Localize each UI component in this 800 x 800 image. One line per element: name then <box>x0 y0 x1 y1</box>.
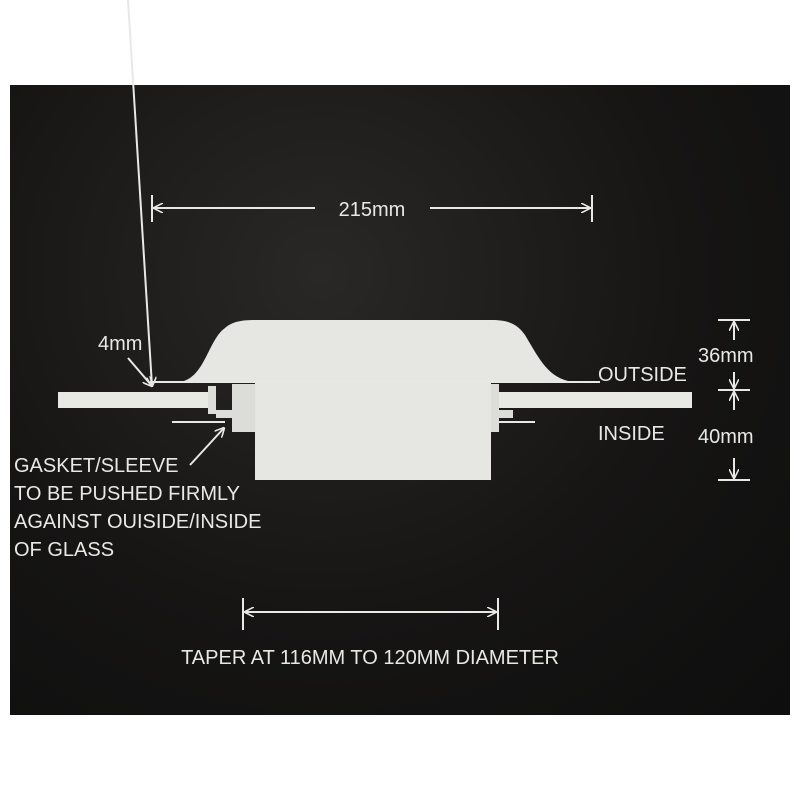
flange-thickness-label: 4mm <box>98 333 142 355</box>
glass-left <box>58 392 208 408</box>
arrow-icon <box>127 0 152 386</box>
svg-text:OF GLASS: OF GLASS <box>14 539 114 561</box>
width-label: 215mm <box>339 199 406 221</box>
vent-body <box>255 382 491 480</box>
outside-label: OUTSIDE <box>598 364 687 386</box>
gasket-left <box>208 384 255 432</box>
taper-label: TAPER AT 116MM TO 120MM DIAMETER <box>181 647 559 669</box>
gasket-right <box>491 384 513 432</box>
height-dimension <box>718 319 750 481</box>
svg-text:GASKET/SLEEVE: GASKET/SLEEVE <box>14 455 179 477</box>
inside-height-label: 40mm <box>698 426 754 448</box>
outside-height-label: 36mm <box>698 345 754 367</box>
gasket-arrow-icon <box>189 428 224 466</box>
vent-cap <box>180 320 573 382</box>
glass-right <box>498 392 692 408</box>
svg-text:TO BE PUSHED FIRMLY: TO BE PUSHED FIRMLY <box>14 483 240 505</box>
svg-text:AGAINST OUISIDE/INSIDE: AGAINST OUISIDE/INSIDE <box>14 511 261 533</box>
flange-arrow-icon <box>127 357 152 386</box>
inside-label: INSIDE <box>598 423 665 445</box>
gasket-note: GASKET/SLEEVE TO BE PUSHED FIRMLY AGAINS… <box>14 455 261 561</box>
width-dimension <box>151 195 593 222</box>
taper-dimension <box>242 598 499 630</box>
